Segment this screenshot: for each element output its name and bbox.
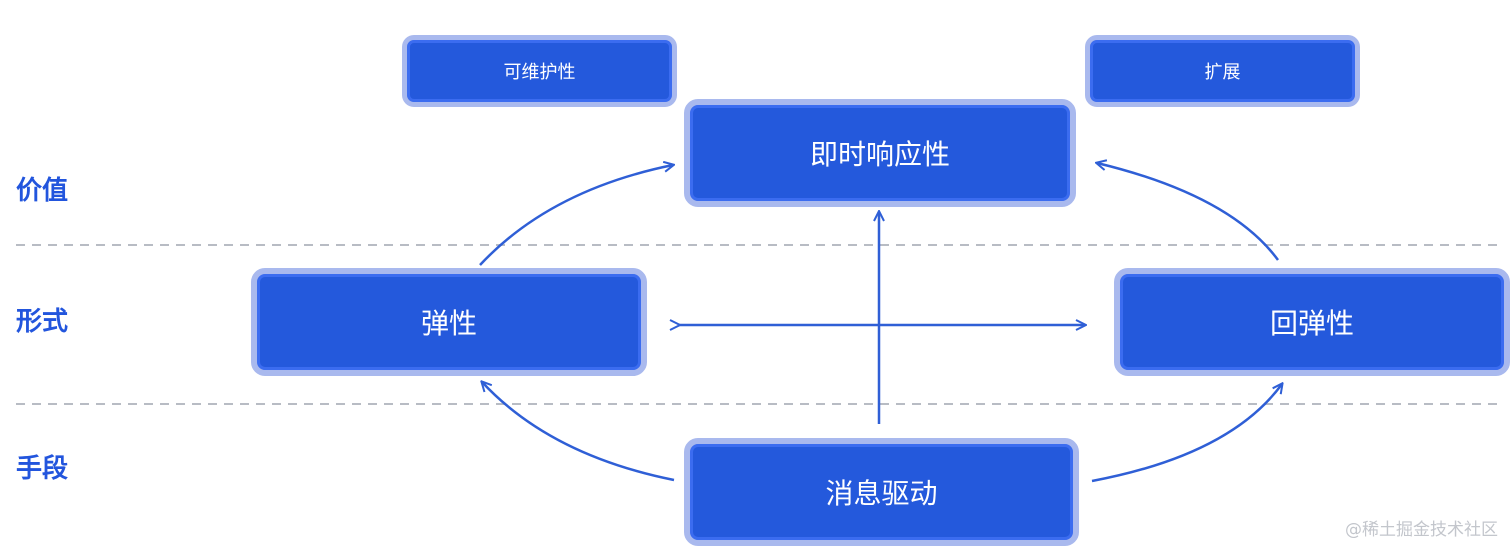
node-resilience: 回弹性 <box>1114 268 1510 376</box>
node-extension-label: 扩展 <box>1204 62 1241 83</box>
node-responsiveness: 即时响应性 <box>684 99 1076 207</box>
node-responsiveness-label: 即时响应性 <box>809 138 950 171</box>
arrow-elasticity-to-responsiveness <box>479 165 673 266</box>
node-message-driven-label: 消息驱动 <box>825 477 938 510</box>
node-extension: 扩展 <box>1085 35 1360 107</box>
node-maintainability: 可维护性 <box>402 35 677 107</box>
arrow-message-to-elasticity <box>482 382 675 482</box>
node-elasticity-label: 弹性 <box>420 307 477 340</box>
node-resilience-label: 回弹性 <box>1269 307 1354 340</box>
node-elasticity: 弹性 <box>251 268 647 376</box>
arrow-resilience-to-responsiveness <box>1097 163 1280 261</box>
node-message-driven: 消息驱动 <box>684 438 1079 546</box>
row-label-means: 手段 <box>16 454 69 484</box>
arrow-message-to-resilience <box>1091 384 1282 483</box>
row-label-value: 价值 <box>16 176 69 206</box>
watermark: @稀土掘金技术社区 <box>1345 520 1498 540</box>
node-maintainability-label: 可维护性 <box>503 62 576 83</box>
row-label-form: 形式 <box>16 307 69 337</box>
